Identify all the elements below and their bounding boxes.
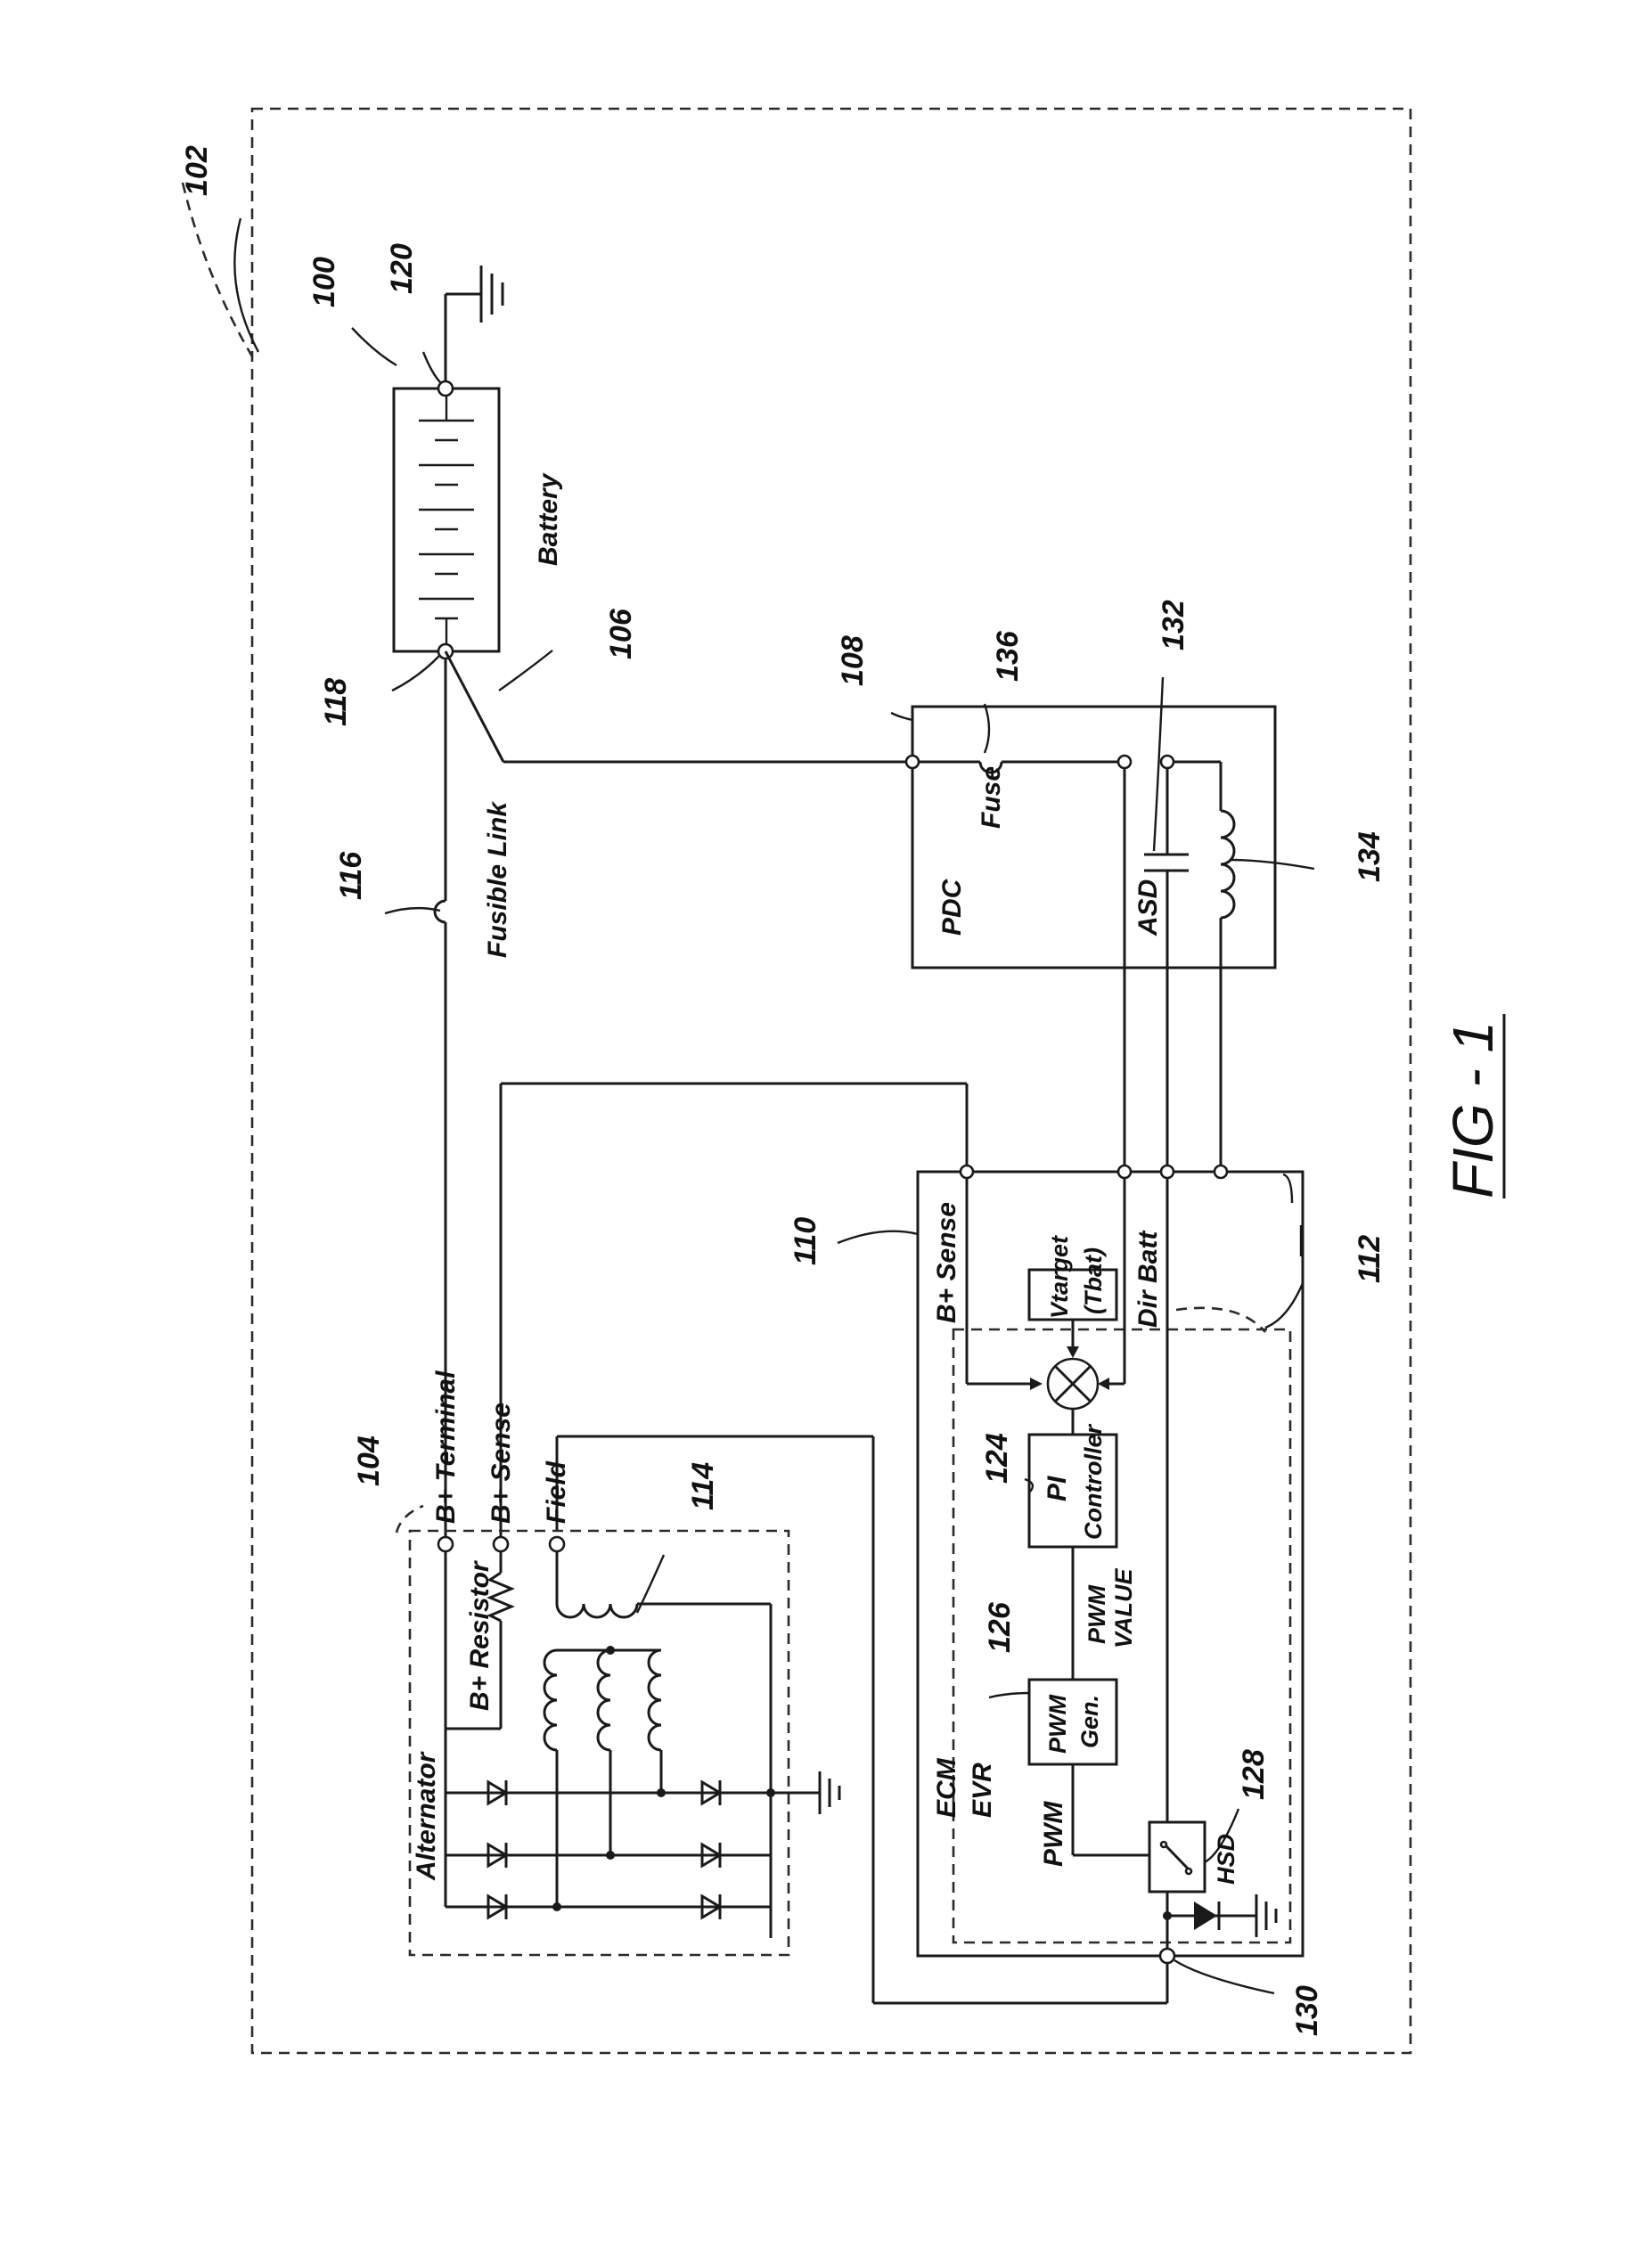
ref-136: 136 <box>991 630 1025 682</box>
label-pwm-value-2: VALUE <box>1110 1568 1137 1648</box>
b-terminal-node <box>438 1537 453 1551</box>
label-battery: Battery <box>534 472 563 566</box>
label-b-resistor: B+ Resistor <box>465 1559 495 1711</box>
ref-112: 112 <box>1353 1235 1386 1283</box>
pwm-generator <box>1029 1680 1116 1764</box>
label-pwm-value-1: PWM <box>1084 1585 1110 1644</box>
ref-120: 120 <box>385 243 419 294</box>
figure-title: FIG - 1 <box>1441 1021 1505 1198</box>
ref-130: 130 <box>1290 1985 1324 2036</box>
label-dir-batt: Dir Batt <box>1133 1230 1163 1328</box>
label-alternator: Alternator <box>412 1750 441 1881</box>
ref-102: 102 <box>180 145 214 196</box>
label-b-sense-alt: B+ Sense <box>487 1403 516 1524</box>
node-130 <box>1160 1949 1174 1963</box>
label-tbat: (Tbat) <box>1080 1247 1107 1314</box>
ref-128: 128 <box>1237 1749 1271 1800</box>
ref-132: 132 <box>1157 600 1190 650</box>
ref-114: 114 <box>686 1462 720 1510</box>
ref-110: 110 <box>789 1217 822 1265</box>
ref-108: 108 <box>836 635 870 686</box>
ref-126: 126 <box>983 1601 1017 1653</box>
ref-118: 118 <box>319 678 353 726</box>
label-pwm: PWM <box>1039 1801 1068 1867</box>
label-controller: Controller <box>1080 1424 1107 1540</box>
ref-134: 134 <box>1353 831 1386 882</box>
ref-124: 124 <box>980 1433 1014 1484</box>
field-coil-114 <box>557 1604 637 1617</box>
label-fusible-link: Fusible Link <box>483 801 512 958</box>
label-ecm: ECM <box>932 1757 961 1818</box>
label-hsd: HSD <box>1213 1834 1239 1885</box>
ref-106: 106 <box>604 608 638 659</box>
battery <box>394 388 499 651</box>
ground-symbol-alternator <box>771 1771 839 1814</box>
field-node <box>550 1537 564 1551</box>
label-vtarget: Vtarget <box>1046 1235 1073 1319</box>
label-fuse: Fuse <box>977 766 1006 829</box>
label-pi: PI <box>1043 1476 1072 1501</box>
label-pwm-gen-1: PWM <box>1044 1695 1071 1754</box>
label-pdc: PDC <box>937 878 967 936</box>
label-evr: EVR <box>968 1763 997 1818</box>
label-b-terminal: B+ Terminal <box>431 1370 461 1524</box>
label-pwm-gen-2: Gen. <box>1076 1695 1103 1748</box>
label-asd: ASD <box>1133 879 1163 936</box>
label-b-sense-ecm: B+ Sense <box>932 1202 961 1323</box>
b-sense-node <box>494 1537 508 1551</box>
ground-symbol-top <box>446 266 503 323</box>
ref-116: 116 <box>334 851 368 900</box>
label-field: Field <box>542 1460 571 1524</box>
ref-104: 104 <box>352 1435 386 1486</box>
ref-100: 100 <box>307 257 341 307</box>
summing-junction <box>1048 1359 1098 1409</box>
fusible-link-symbol <box>435 901 446 922</box>
